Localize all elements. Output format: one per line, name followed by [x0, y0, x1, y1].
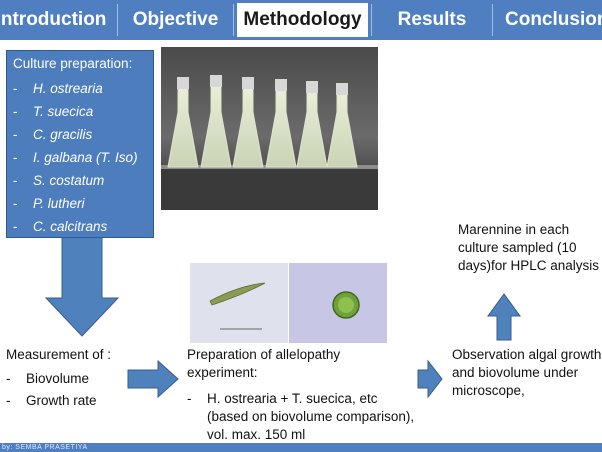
- measurement-list: -Biovolume -Growth rate: [6, 368, 130, 412]
- list-item: -C. calcitrans: [13, 219, 108, 234]
- culture-flasks-photo: [161, 47, 378, 210]
- list-item: -S. costatum: [13, 173, 105, 188]
- up-arrow: [487, 293, 521, 341]
- observation-text: Observation algal growth and biovolume u…: [452, 347, 602, 398]
- measurement-title: Measurement of :: [6, 347, 112, 362]
- tab-divider: [233, 4, 234, 36]
- section-nav: Introduction Objective Methodology Resul…: [0, 0, 602, 40]
- right-arrow-2: [417, 359, 443, 399]
- tab-objective[interactable]: Objective: [132, 9, 219, 30]
- down-arrow: [44, 235, 120, 337]
- tab-divider: [117, 4, 118, 36]
- allelopathy-list: -H. ostrearia + T. suecica, etc (based o…: [187, 390, 415, 444]
- footer-author: by: SEMBA PRASETIYA: [2, 444, 88, 451]
- tab-divider: [492, 4, 493, 36]
- footer-bar: by: SEMBA PRASETIYA: [0, 443, 602, 452]
- observation-block: Observation algal growth and biovolume u…: [452, 346, 602, 400]
- list-item: -P. lutheri: [13, 196, 85, 211]
- measurement-block: Measurement of : -Biovolume -Growth rate: [6, 346, 130, 412]
- culture-preparation-box: Culture preparation: -H. ostrearia -T. s…: [6, 50, 154, 238]
- allelopathy-title: Preparation of allelopathy experiment:: [187, 347, 341, 380]
- list-item: -Growth rate: [6, 393, 97, 408]
- right-arrow-1: [127, 359, 179, 399]
- tab-methodology[interactable]: Methodology: [234, 0, 371, 40]
- list-item: -I. galbana (T. Iso): [13, 150, 138, 165]
- tab-divider: [371, 4, 372, 36]
- list-item: -C. gracilis: [13, 127, 93, 142]
- tab-conclusion[interactable]: Conclusion: [505, 9, 602, 30]
- microscope-images: [190, 263, 387, 343]
- list-item: -T. suecica: [13, 104, 94, 119]
- marennine-block: Marennine in each culture sampled (10 da…: [458, 221, 602, 275]
- list-item: -H. ostrearia + T. suecica, etc (based o…: [187, 391, 415, 442]
- list-item: -Biovolume: [6, 371, 90, 386]
- tab-introduction[interactable]: Introduction: [0, 9, 107, 30]
- list-item: -H. ostrearia: [13, 81, 103, 96]
- culture-list: -H. ostrearia -T. suecica -C. gracilis -…: [13, 77, 153, 238]
- marennine-text: Marennine in each culture sampled (10 da…: [458, 222, 600, 273]
- allelopathy-block: Preparation of allelopathy experiment: -…: [187, 346, 415, 444]
- tab-results[interactable]: Results: [397, 9, 467, 30]
- culture-title: Culture preparation:: [13, 56, 133, 71]
